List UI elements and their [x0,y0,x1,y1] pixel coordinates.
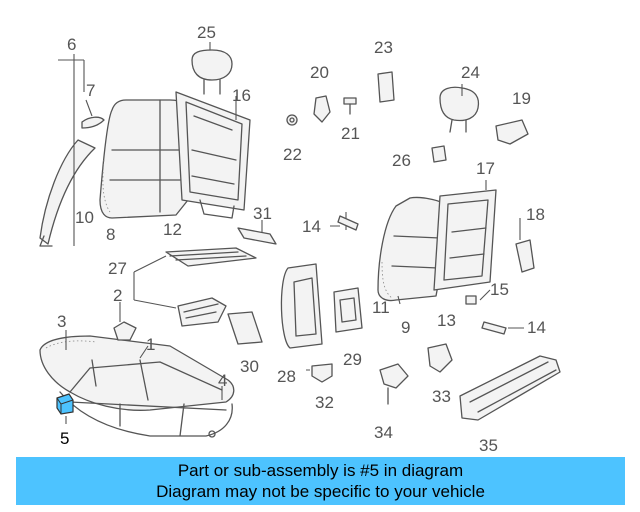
panel-19 [495,119,529,145]
callout-21: 21 [341,124,360,143]
callout-17: 17 [476,159,495,178]
banner-line-2: Diagram may not be specific to your vehi… [156,482,485,501]
callout-30: 30 [240,357,259,376]
callout-23: 23 [374,38,393,57]
clip-22 [286,114,298,126]
callout-14-lower: 14 [527,318,546,337]
callout-22: 22 [283,145,302,164]
banner-line-1: Part or sub-assembly is #5 in diagram [177,461,464,480]
bolt-21 [343,97,357,115]
side-trim-panel [39,139,96,247]
callout-24: 24 [461,63,480,82]
bolster-clip [81,116,105,129]
callout-3: 3 [57,312,66,331]
callout-16: 16 [232,86,251,105]
callout-7: 7 [86,81,95,100]
callout-10: 10 [75,208,94,227]
callout-31: 31 [253,204,272,223]
callout-26: 26 [392,151,411,170]
callout-11: 11 [372,298,390,317]
cushion-frame [59,391,233,438]
callout-8: 8 [106,225,115,244]
left-seatback-cushion [99,99,191,219]
callout-15: 15 [490,280,509,299]
bolt-14-lower [481,321,507,335]
headrest-right [439,86,480,133]
right-seatback-cushion [377,196,453,302]
armrest-35 [459,355,561,421]
callout-6: 6 [67,35,76,54]
callout-34: 34 [374,423,393,442]
headrest-left [191,49,233,95]
callout-27: 27 [108,259,127,278]
strip-31 [237,227,277,245]
lock-assembly [177,297,227,327]
bracket-32 [311,363,333,383]
cover-panel [165,247,257,267]
frame-28 [280,263,323,349]
bracket-20 [313,95,331,123]
callout-2: 2 [113,286,122,305]
panel-29 [333,287,363,333]
callout-18: 18 [526,205,545,224]
callout-29: 29 [343,350,362,369]
bolt-14-upper [337,215,359,231]
callout-9: 9 [401,318,410,337]
rear-seat-cushion [39,335,235,411]
panel-30 [227,311,263,345]
cushion-hook [113,321,137,341]
bolt-26 [431,145,447,163]
callout-28: 28 [277,367,296,386]
highlighted-part-5 [56,393,74,415]
callout-20: 20 [310,63,329,82]
callout-12: 12 [163,220,182,239]
callout-35: 35 [479,436,498,455]
callout-4: 4 [218,371,227,390]
left-seatback-frame [175,91,251,219]
callout-25: 25 [197,23,216,42]
callout-13: 13 [437,311,456,330]
info-banner: Part or sub-assembly is #5 in diagram Di… [16,457,625,505]
clip-15 [465,295,477,305]
bracket-18 [515,239,535,273]
cover-23 [377,71,395,103]
callout-1: 1 [146,335,155,354]
bracket-34 [379,363,409,405]
right-seatback-frame [433,189,497,291]
rail-33 [427,343,453,373]
callout-14-upper: 14 [302,217,321,236]
callout-5: 5 [60,429,69,448]
callout-33: 33 [432,387,451,406]
callout-19: 19 [512,89,531,108]
parts-diagram: 1 2 3 4 5 6 7 8 9 10 11 12 13 14 14 15 1… [39,23,561,455]
callout-32: 32 [315,393,334,412]
